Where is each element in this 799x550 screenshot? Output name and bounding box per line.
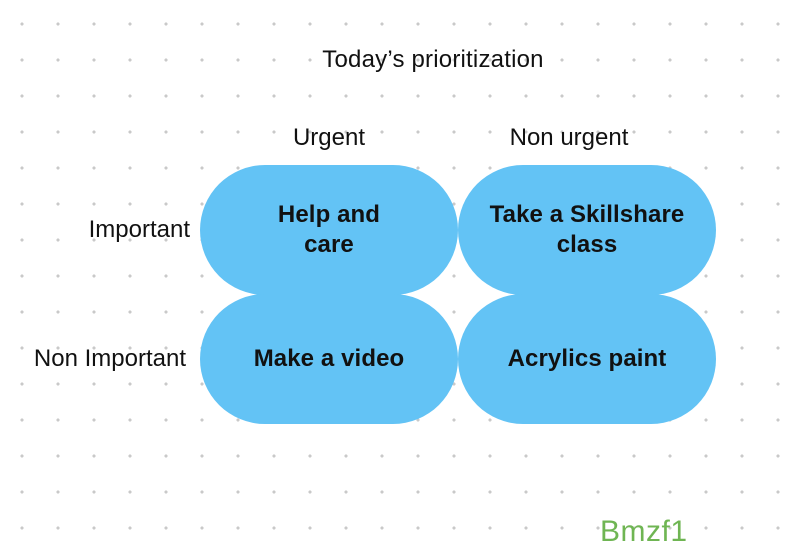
quadrant-label: Take a Skillshare class — [489, 201, 685, 258]
row-header-important: Important — [88, 216, 190, 243]
quadrant-important-urgent[interactable]: Help and care — [200, 165, 458, 295]
quadrant-label: Acrylics paint — [507, 345, 667, 372]
column-header-urgent: Urgent — [292, 124, 366, 151]
row-header-non-important: Non Important — [33, 345, 186, 372]
quadrant-non-important-non-urgent[interactable]: Acrylics paint — [458, 294, 716, 424]
quadrant-label: Help and care — [277, 201, 381, 258]
quadrant-non-important-urgent[interactable]: Make a video — [200, 294, 458, 424]
diagram-title: Today’s prioritization — [322, 46, 544, 73]
quadrant-label: Make a video — [253, 345, 405, 372]
column-header-non-urgent: Non urgent — [509, 124, 629, 151]
quadrant-important-non-urgent[interactable]: Take a Skillshare class — [458, 165, 716, 295]
watermark: Bmzf1 — [600, 515, 688, 548]
